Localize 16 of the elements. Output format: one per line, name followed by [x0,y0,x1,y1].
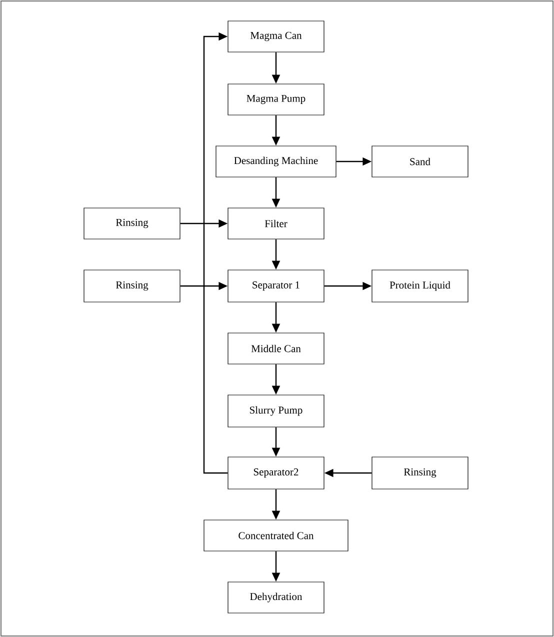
process-box: Separator 1 [228,270,324,302]
process-box: Concentrated Can [204,520,348,552]
process-box: Slurry Pump [228,394,324,428]
process-box: Rinsing [84,208,180,240]
process-box: Rinsing [84,270,180,302]
process-box: Separator2 [228,456,324,490]
process-box: Filter [228,208,324,240]
process-box: Magma Can [228,20,324,52]
process-box: Rinsing [372,456,468,490]
process-box: Sand [372,146,468,178]
process-box: Middle Can [228,332,324,364]
process-box: Protein Liquid [372,270,468,302]
process-box: Dehydration [228,582,324,614]
arrow [203,32,228,474]
process-box: Magma Pump [228,84,324,116]
process-box: Desanding Machine [216,146,336,178]
